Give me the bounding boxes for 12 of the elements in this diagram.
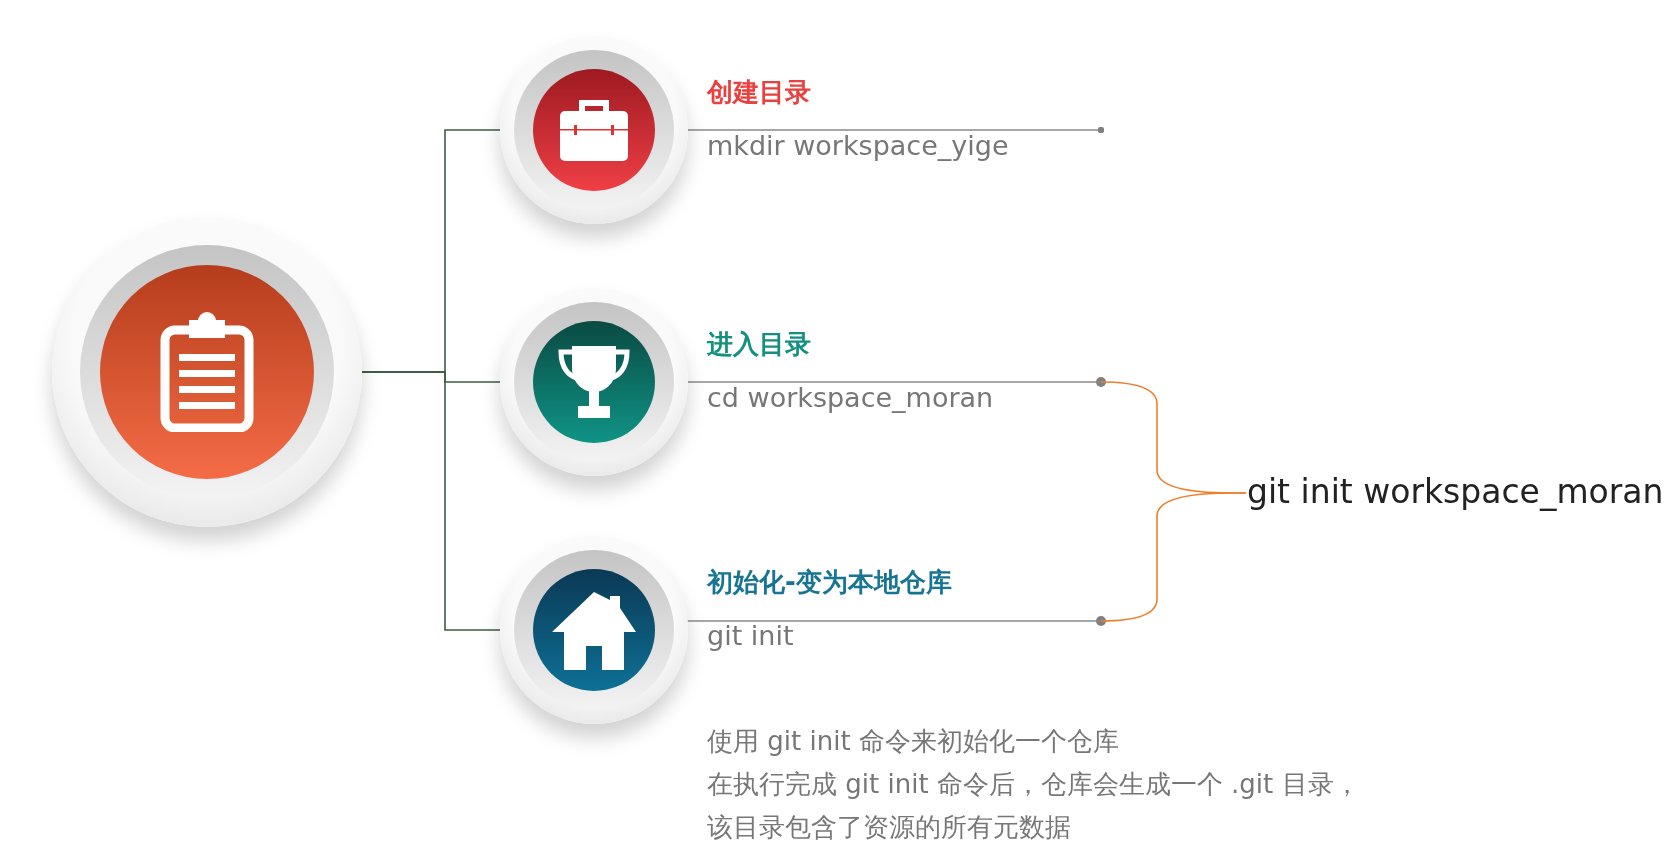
note-text: 使用 git init 命令来初始化一个仓库 — [707, 725, 1120, 758]
command-text: cd workspace_moran — [707, 381, 994, 415]
connector-line — [686, 492, 1247, 622]
note-text: 在执行完成 git init 命令后，仓库会生成一个 .git 目录，该目录包含了资源的所有元数据 — [707, 768, 1361, 844]
command-text: git init workspace_moran — [1247, 470, 1664, 513]
command-text: git init — [707, 619, 794, 653]
connector-line — [361, 371, 501, 631]
command-text: mkdir workspace_yige — [707, 129, 1009, 163]
step-heading: 初始化-变为本地仓库 — [707, 566, 952, 598]
step-heading: 进入目录 — [707, 328, 811, 360]
dot-line — [687, 126, 1105, 134]
step-heading: 创建目录 — [707, 76, 811, 108]
